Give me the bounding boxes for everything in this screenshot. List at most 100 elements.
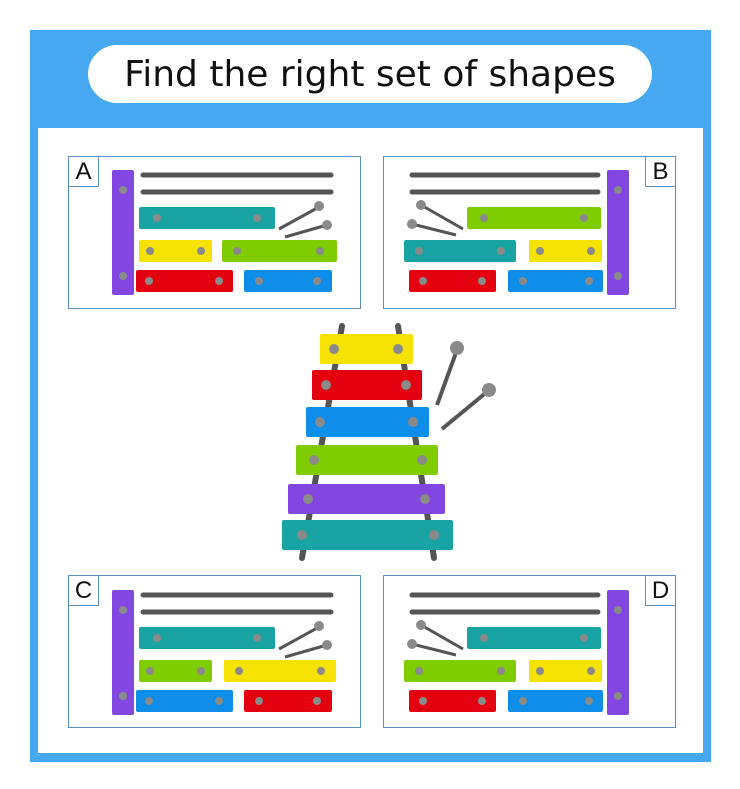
bar-purple [607,590,629,715]
peg [153,634,161,642]
peg [317,667,325,675]
bar-purple [112,170,134,295]
peg [309,455,319,465]
bar-blue [136,690,233,712]
peg [478,697,486,705]
option-d-card[interactable]: D [383,575,676,728]
option-d-letter: D [645,575,676,606]
peg [119,272,127,280]
peg [153,214,161,222]
peg [580,214,588,222]
peg [313,277,321,285]
peg [497,667,505,675]
peg [536,667,544,675]
peg [215,697,223,705]
mallet-head [482,383,496,397]
xylophone-rail-right [395,323,437,561]
xylophone-bar-purple [288,484,445,514]
option-c-letter: C [68,575,99,606]
peg [419,697,427,705]
option-a-letter: A [68,156,99,187]
option-c-parts [112,590,336,715]
peg [614,272,622,280]
peg [303,494,313,504]
option-b-card[interactable]: B [383,156,676,309]
peg [119,606,127,614]
mallet-head [416,620,426,630]
mallet [411,222,457,237]
option-c-card[interactable]: C [68,575,361,728]
mallet-stick [440,389,490,431]
peg [536,247,544,255]
bar-purple [112,590,134,715]
mallet-head [407,219,417,229]
mallet-head [416,200,426,210]
bar-green [467,207,601,229]
bar-teal [139,207,275,229]
peg [146,667,154,675]
mallet-head [322,640,332,650]
mallet [420,623,464,651]
bar-yellow [529,240,602,262]
option-b-parts [404,170,629,295]
mallet [278,625,320,651]
peg [415,667,423,675]
xylophone-bar-green [296,445,438,475]
peg [393,344,403,354]
bar-yellow [224,660,336,682]
peg [146,247,154,255]
bar-green [404,660,516,682]
xylophone [282,323,496,561]
mallet-head [322,220,332,230]
bar-yellow [139,240,212,262]
peg [253,634,261,642]
mallet-stick [435,349,459,406]
peg [478,277,486,285]
peg [401,380,411,390]
peg [420,494,430,504]
peg [145,697,153,705]
peg [235,667,243,675]
peg [480,214,488,222]
peg [417,455,427,465]
puzzle-title: Find the right set of shapes [88,45,652,103]
bar-purple [607,170,629,295]
option-a-card[interactable]: A [68,156,361,309]
bar-teal [404,240,516,262]
peg [321,380,331,390]
mallet-head [314,621,324,631]
peg [197,667,205,675]
bar-red [409,690,496,712]
option-d-parts [404,590,629,715]
peg [197,247,205,255]
peg [480,634,488,642]
peg [119,186,127,194]
peg [255,277,263,285]
peg [614,186,622,194]
peg [215,277,223,285]
peg [253,214,261,222]
bar-red [136,270,233,292]
bar-blue [508,270,603,292]
bar-teal [467,627,601,649]
peg [519,697,527,705]
bar-teal [139,627,275,649]
peg [497,247,505,255]
peg [585,697,593,705]
mallet [420,203,464,231]
peg [415,247,423,255]
mallet-head [407,639,417,649]
peg [587,247,595,255]
peg [329,344,339,354]
bar-red [409,270,496,292]
peg [519,277,527,285]
option-b-letter: B [645,156,676,187]
bar-green [222,240,337,262]
bar-green [139,660,212,682]
peg [587,667,595,675]
bar-blue [508,690,603,712]
peg [429,530,439,540]
xylophone-bar-red [312,370,422,400]
mallet-head [314,201,324,211]
peg [145,277,153,285]
